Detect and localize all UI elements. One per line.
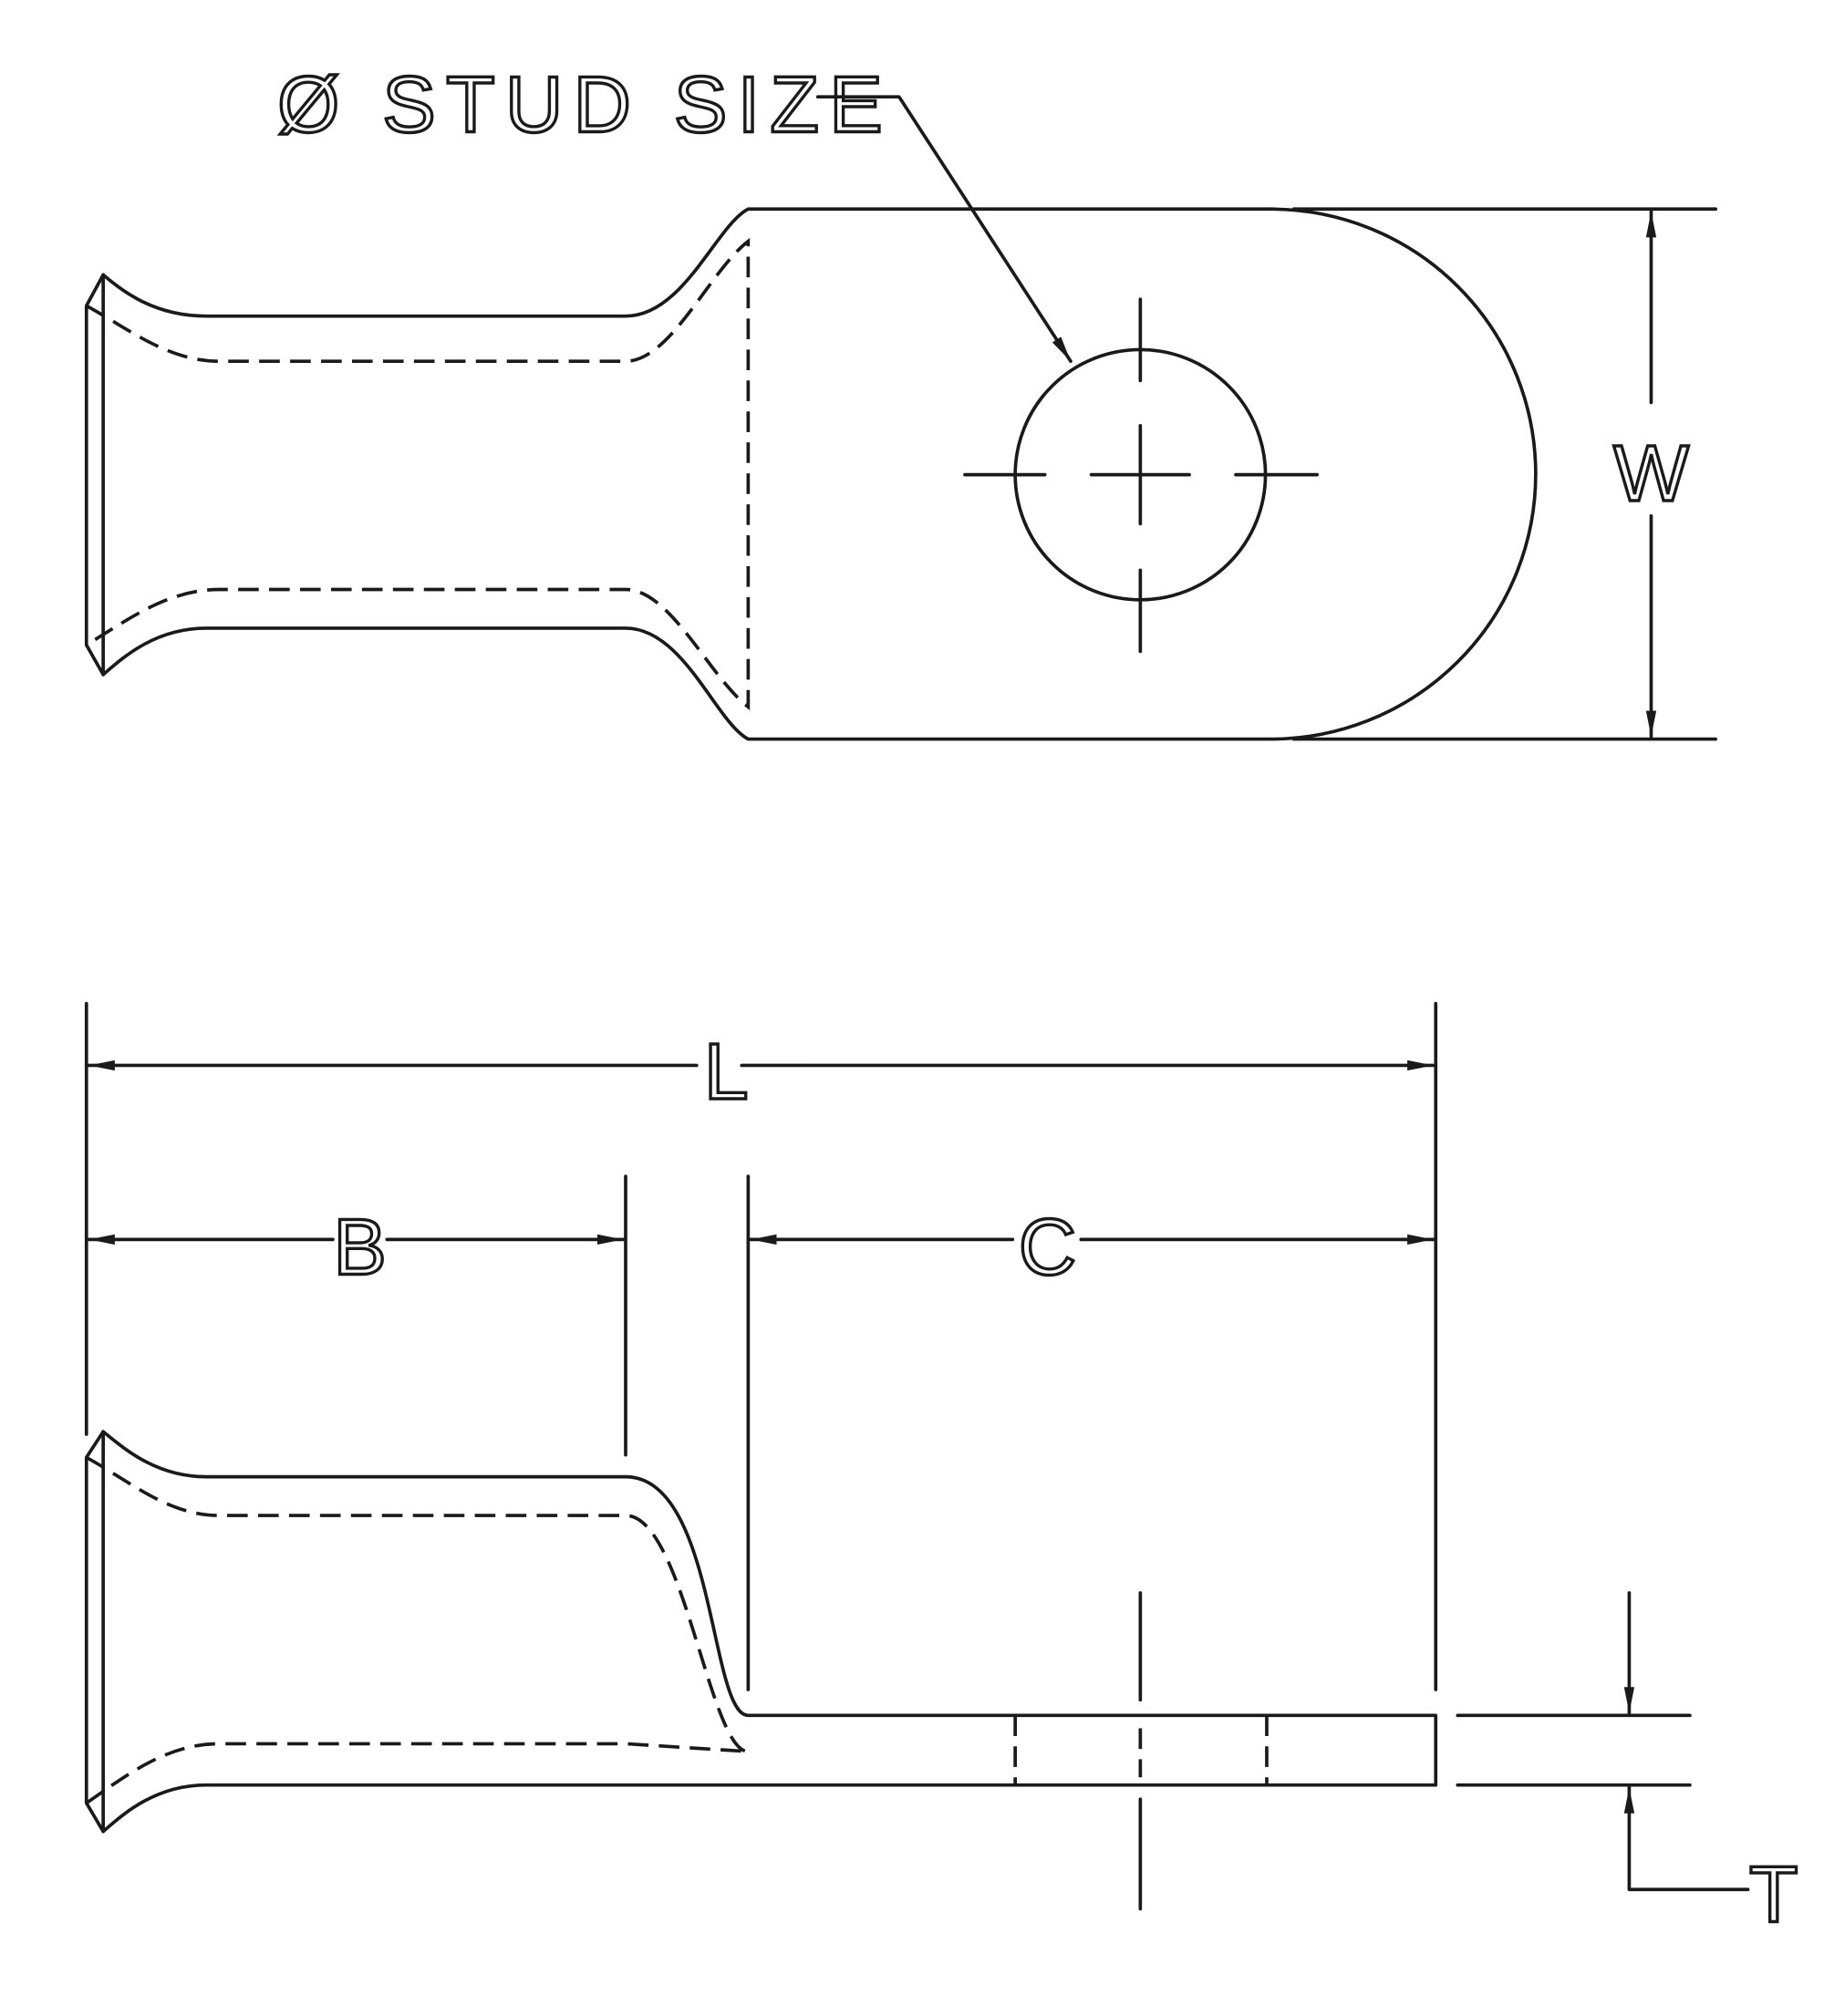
center-mark bbox=[963, 297, 1319, 654]
side-view-outline bbox=[84, 1430, 1438, 1834]
c-label: C bbox=[1019, 1203, 1076, 1292]
top-view-outline bbox=[84, 207, 1538, 741]
t-arrow-up bbox=[1623, 1785, 1750, 1892]
l-label: L bbox=[704, 1027, 749, 1116]
stud-size-label: Ø STUD SIZE bbox=[277, 59, 893, 149]
side-view: L B C T bbox=[84, 1001, 1799, 1940]
t-label: T bbox=[1749, 1850, 1798, 1939]
hidden-barrel-top bbox=[85, 237, 751, 710]
stud-size-leader bbox=[815, 95, 1073, 364]
top-view: Ø STUD SIZE W bbox=[84, 58, 1718, 741]
w-label: W bbox=[1613, 429, 1689, 518]
b-label: B bbox=[333, 1203, 387, 1292]
hidden-barrel-side bbox=[85, 1455, 749, 1805]
